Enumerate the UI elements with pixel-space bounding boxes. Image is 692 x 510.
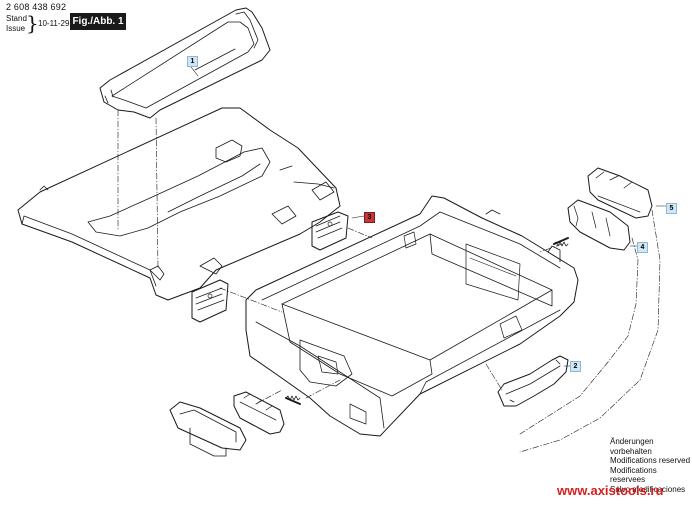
right-latch-assembly — [553, 167, 653, 251]
modifications-line: Änderungen vorbehalten — [610, 437, 654, 456]
callout-4: 4 — [637, 242, 648, 253]
callout-1: 1 — [187, 56, 198, 67]
issue-label: Issue — [6, 24, 26, 33]
stand-issue-labels: Stand Issue — [6, 14, 27, 34]
stand-label: Stand — [6, 14, 27, 23]
side-handle — [497, 355, 569, 407]
leader-lines — [187, 62, 667, 367]
issue-date: 10-11-29 — [38, 19, 70, 28]
callout-2: 2 — [570, 361, 581, 372]
front-latch-assembly — [169, 391, 301, 457]
brace-glyph: } — [26, 11, 39, 35]
modifications-line: Salvo modificaciones — [610, 484, 686, 494]
modifications-line: Modifications reserved — [610, 456, 691, 466]
top-handle — [99, 7, 271, 119]
modifications-line: Modifications reservees — [610, 465, 657, 485]
latch-plates — [191, 211, 349, 323]
website-url[interactable]: www.axistools.ru — [557, 483, 664, 498]
figure-label: Fig./Abb. 1 — [70, 13, 126, 30]
case-lid — [17, 107, 341, 301]
modifications-note: Änderungen vorbehalten Modifications res… — [610, 437, 692, 495]
callout-5: 5 — [666, 203, 677, 214]
assembly-lines — [117, 109, 661, 453]
callout-3: 3 — [364, 212, 375, 223]
part-number: 2 608 438 692 — [6, 2, 67, 12]
case-body — [245, 195, 579, 437]
